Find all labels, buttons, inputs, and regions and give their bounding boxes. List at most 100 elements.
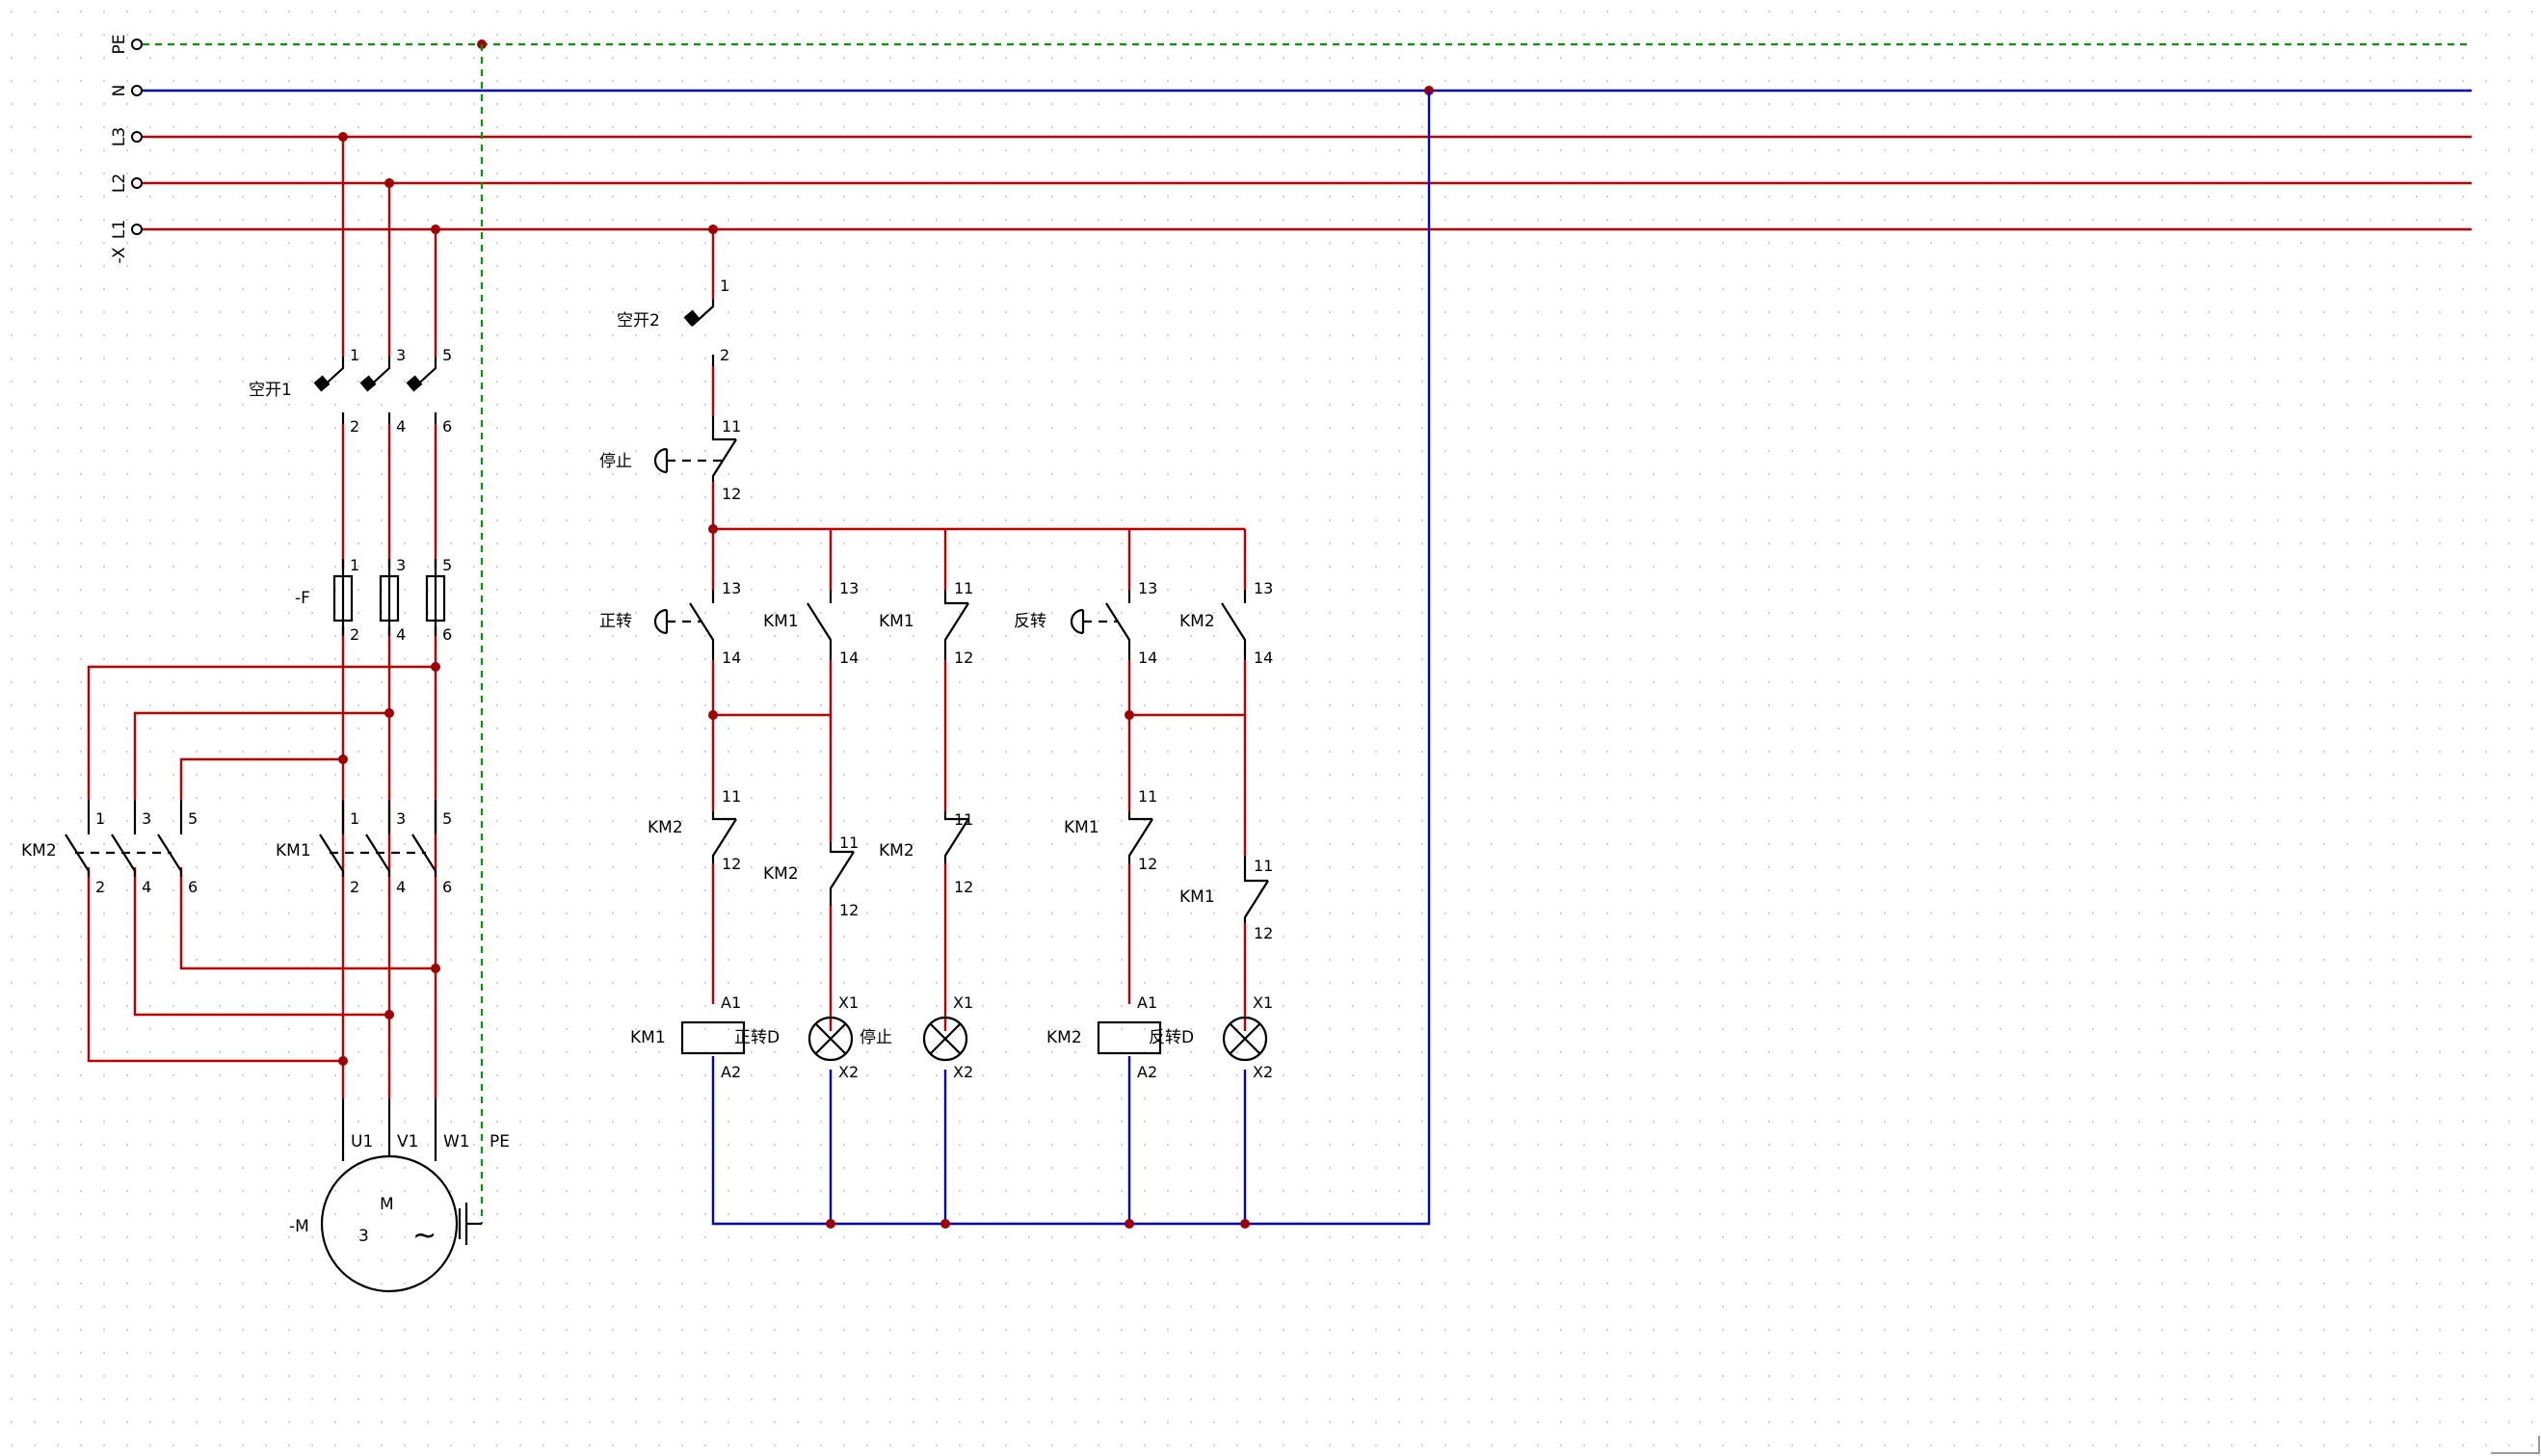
km1-interlock-contact[interactable]: KM1 11 12 (1064, 787, 1157, 873)
motor-terminal-label: W1 (443, 1132, 470, 1152)
junction (338, 1056, 348, 1066)
km2-main-contacts[interactable]: KM2 1 3 5 2 4 6 (21, 800, 198, 896)
km2-holding-label: KM2 (1179, 612, 1215, 631)
breaker-latch-icon (359, 375, 377, 392)
pin-label: 2 (350, 625, 359, 644)
motor-type: M (380, 1195, 394, 1214)
no-contact (807, 590, 833, 660)
stop-button[interactable]: 停止 11 12 (599, 416, 741, 503)
forward-button-label: 正转 (599, 612, 632, 631)
nc-contact (943, 590, 969, 660)
km1-coil[interactable]: KM1 A1 A2 (630, 993, 746, 1081)
motor[interactable]: M 3 ~ -M U1 V1 W1 PE (289, 1099, 510, 1293)
terminal-l2[interactable] (131, 177, 143, 189)
junction (1125, 1219, 1134, 1229)
rail-label-l2: L2 (110, 173, 129, 193)
pin-label: A1 (1137, 993, 1157, 1012)
breaker-latch-icon (683, 309, 701, 327)
pin-label: 3 (142, 809, 151, 828)
pin-label: A2 (1137, 1063, 1157, 1081)
fuse-block[interactable]: -F 1 3 5 2 4 6 (295, 556, 452, 644)
pin-label: 5 (442, 556, 452, 574)
nc-contact (1243, 856, 1269, 923)
reverse-indicator-lamp[interactable]: X1 X2 (1222, 993, 1273, 1081)
km1-coil-label: KM1 (630, 1028, 666, 1047)
rail-label-pe: PE (110, 35, 129, 55)
km1-main-contacts[interactable]: KM1 1 3 5 2 4 6 (276, 800, 452, 896)
main-breaker[interactable]: 空开1 1 3 5 2 4 6 (249, 346, 452, 436)
km2-interlock-label: KM2 (648, 818, 683, 837)
pin-label: 2 (720, 346, 729, 364)
reverse-button[interactable]: 反转 13 14 (1014, 579, 1157, 667)
main-circuit: 空开1 1 3 5 2 4 6 -F 1 3 5 2 4 6 KM2 1 (21, 44, 510, 1293)
pushbutton-icon (1070, 608, 1085, 635)
pin-label: 12 (954, 649, 973, 667)
km2-nc-contact-lamp[interactable]: KM2 11 12 (763, 834, 859, 919)
pin-label: 6 (442, 417, 452, 436)
pin-label: 12 (722, 855, 741, 873)
terminal-l3[interactable] (131, 131, 143, 143)
pin-label: 11 (954, 810, 973, 829)
pin-label: 3 (396, 809, 406, 828)
main-breaker-label: 空开1 (249, 381, 292, 400)
pin-label: 5 (442, 346, 452, 364)
pin-label: 14 (839, 649, 859, 667)
lamp-icon (1222, 1016, 1268, 1062)
km2-holding-contact[interactable]: KM2 13 14 (1179, 579, 1273, 667)
stop-lamp-label: 停止 (860, 1028, 892, 1047)
km2-nc-forward-label: KM2 (879, 841, 914, 860)
junction (338, 754, 348, 764)
pushbutton-icon (653, 608, 669, 635)
stop-indicator-lamp[interactable]: 停止 X1 X2 (807, 993, 892, 1081)
no-contact (1221, 590, 1247, 660)
km2-crossover-bottom[interactable] (87, 867, 436, 1063)
pin-label: 3 (396, 556, 406, 574)
terminal-l1[interactable] (131, 224, 143, 235)
km1-nc-contact[interactable]: KM1 11 12 (879, 579, 973, 667)
pin-label: 2 (350, 878, 359, 896)
km1-poles (319, 800, 437, 877)
pin-label: X1 (1253, 993, 1273, 1012)
forward-indicator-lamp[interactable]: X1 X2 (922, 993, 973, 1081)
junction (940, 1219, 950, 1229)
junction (384, 1010, 394, 1019)
km1-holding-contact[interactable]: KM1 13 14 (763, 579, 859, 667)
pin-label: X1 (953, 993, 973, 1012)
control-breaker[interactable]: 空开2 1 2 (617, 277, 729, 366)
motor-phases: 3 (358, 1227, 369, 1246)
junction (1125, 710, 1134, 720)
resize-grip-icon[interactable] (2491, 1436, 2540, 1454)
pin-label: A2 (721, 1063, 741, 1081)
coil-symbol (680, 1020, 746, 1055)
junction (384, 708, 394, 718)
junction (708, 710, 718, 720)
km2-interlock-contact[interactable]: KM2 11 12 (648, 787, 741, 873)
motor-terminal-label: PE (490, 1132, 510, 1152)
pin-label: 13 (722, 579, 741, 597)
fuse-label: -F (295, 589, 310, 608)
km2-nc-contact-forward[interactable]: KM2 11 12 (879, 810, 973, 896)
neutral-return-wire[interactable] (711, 91, 1431, 1226)
terminal-pe[interactable] (131, 39, 143, 50)
km2-main-label: KM2 (21, 841, 57, 860)
forward-lamp-tag: 正转D (734, 1028, 780, 1047)
pin-label: 6 (188, 878, 198, 896)
lamp-cross (1229, 1022, 1261, 1055)
nc-contact (711, 811, 737, 863)
pin-label: 4 (396, 417, 406, 436)
fuse-element (379, 574, 400, 622)
pin-label: 11 (722, 417, 741, 436)
pin-label: X1 (838, 993, 859, 1012)
nc-contact (711, 416, 737, 482)
pin-label: 2 (350, 417, 359, 436)
forward-button[interactable]: 正转 13 14 (599, 579, 741, 667)
km1-nc-reverse-label: KM1 (1179, 887, 1215, 907)
km2-crossover-top[interactable] (87, 665, 436, 800)
km2-coil[interactable]: KM2 A1 A2 (1046, 993, 1162, 1081)
terminal-n[interactable] (131, 85, 143, 96)
junction (1240, 1219, 1250, 1229)
km1-nc-contact-reverse[interactable]: KM1 11 12 (1179, 856, 1273, 942)
pin-label: 5 (442, 809, 452, 828)
